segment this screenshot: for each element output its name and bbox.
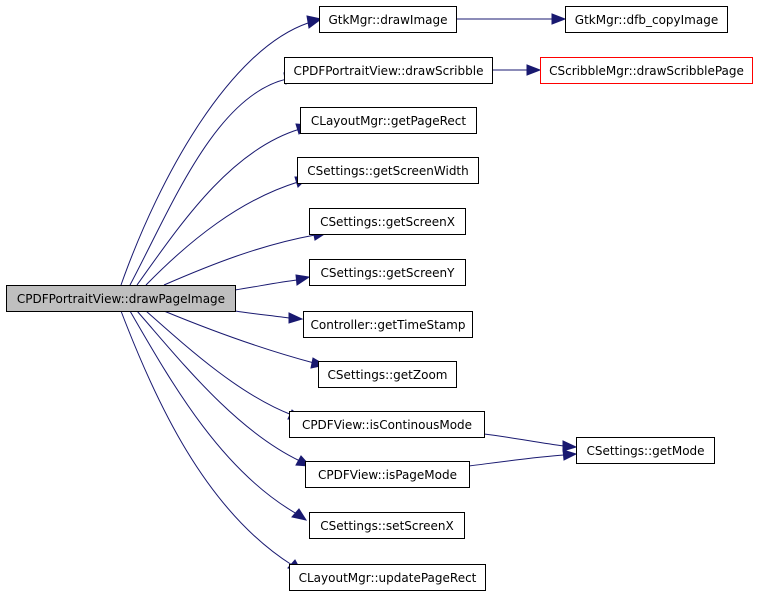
edge-line [468,454,565,467]
node-label: CSettings::getZoom [328,368,448,382]
edge-line [120,22,309,286]
node-label: CSettings::setScreenX [320,519,454,533]
edge-root-to-layout_updatepagerect [120,310,302,572]
edge-root-to-gtk_drawimage [120,15,323,286]
arrowhead-icon [562,440,578,452]
edge-line [483,433,565,447]
node-controller-gettimestamp[interactable]: Controller::getTimeStamp [303,311,473,338]
node-box [565,6,728,33]
node-label: Controller::getTimeStamp [311,318,466,332]
edge-line [163,234,316,286]
node-pdfview-iscontinousmode[interactable]: CPDFView::isContinousMode [289,411,485,438]
edge-line [136,128,301,286]
edge-root-to-settings_getscreenwidth [145,176,310,286]
arrowhead-icon [306,15,323,29]
edge-line [136,310,301,462]
node-label: CSettings::getScreenX [320,215,455,229]
node-label: CPDFPortraitView::drawPageImage [17,292,225,306]
node-scribble-drawpage[interactable]: CScribbleMgr::drawScribblePage [540,57,753,84]
edge-root-to-portrait_drawscribble [129,72,299,286]
node-box [297,157,479,184]
node-box [300,107,477,134]
node-pdfview-ispagemode[interactable]: CPDFView::isPageMode [305,461,470,488]
arrowhead-icon [288,312,304,324]
node-box [305,461,470,488]
node-box [309,208,466,235]
edge-line [145,310,293,416]
node-gtk-dfb-copyimage[interactable]: GtkMgr::dfb_copyImage [565,6,728,33]
node-root: CPDFPortraitView::drawPageImage [6,285,236,312]
node-box [318,361,457,388]
edge-gtk_drawimage-to-gtk_dfb_copyimage [456,13,567,25]
node-box [576,437,715,464]
node-box [319,6,457,33]
node-settings-setscreenx[interactable]: CSettings::setScreenX [309,512,465,539]
node-label: CPDFView::isPageMode [318,468,457,482]
node-label: CLayoutMgr::updatePageRect [299,571,477,585]
edge-pdfview_ispagemode-to-settings_getmode [468,449,578,467]
edge-line [234,310,290,319]
edge-root-to-pdfview_iscontinousmode [145,310,305,420]
edge-root-to-controller_gettimestamp [234,310,304,324]
node-settings-getscreeny[interactable]: CSettings::getScreenY [309,259,466,286]
arrowhead-icon [526,64,542,76]
edge-line [234,279,298,291]
arrowhead-icon [295,274,311,286]
edge-line [129,310,298,515]
node-label: CSettings::getMode [586,444,704,458]
node-label: CSettings::getScreenY [321,266,456,280]
node-label: CLayoutMgr::getPageRect [311,114,466,128]
node-gtk-drawimage[interactable]: GtkMgr::drawImage [319,6,457,33]
node-settings-getscreenx[interactable]: CSettings::getScreenX [309,208,466,235]
node-label: GtkMgr::dfb_copyImage [575,13,718,27]
arrowhead-icon [562,449,578,461]
node-label: CPDFView::isContinousMode [302,418,472,432]
node-label: CScribbleMgr::drawScribblePage [549,64,744,78]
edge-line [145,181,299,286]
nodes-layer: CPDFPortraitView::drawPageImage GtkMgr::d… [6,6,753,591]
node-settings-getzoom[interactable]: CSettings::getZoom [318,361,457,388]
node-layout-updatepagerect[interactable]: CLayoutMgr::updatePageRect [289,564,486,591]
edge-root-to-settings_setscreenx [129,310,308,521]
node-label: GtkMgr::drawImage [328,13,447,27]
edge-portrait_drawscribble-to-scribble_drawpage [492,64,542,76]
node-settings-getmode[interactable]: CSettings::getMode [576,437,715,464]
node-box [289,411,485,438]
edge-line [163,310,315,364]
node-box [540,57,753,84]
arrowhead-icon [291,508,308,521]
node-box [6,285,236,312]
node-box [309,259,466,286]
node-settings-getscreenwidth[interactable]: CSettings::getScreenWidth [297,157,479,184]
edge-line [129,78,288,286]
node-layout-getpagerect[interactable]: CLayoutMgr::getPageRect [300,107,477,134]
edge-line [120,310,293,566]
arrowhead-icon [551,13,567,25]
node-box [284,57,493,84]
node-box [303,311,473,338]
node-box [289,564,486,591]
node-label: CSettings::getScreenWidth [307,164,469,178]
edge-pdfview_iscontinousmode-to-settings_getmode [483,433,578,452]
edge-root-to-settings_getscreeny [234,274,311,291]
node-box [309,512,465,539]
node-label: CPDFPortraitView::drawScribble [294,64,484,78]
node-portrait-drawscribble[interactable]: CPDFPortraitView::drawScribble [284,57,493,84]
